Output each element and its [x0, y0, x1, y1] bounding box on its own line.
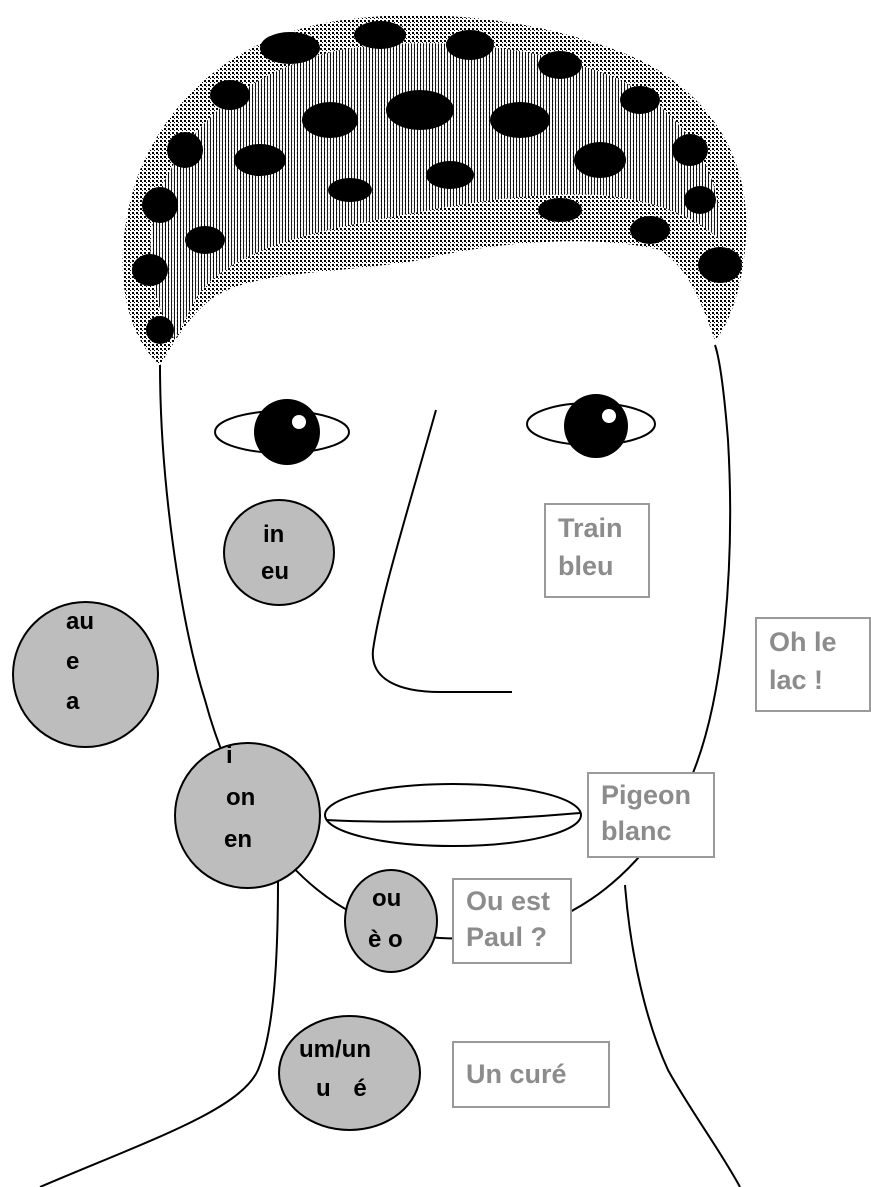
phrase-text: Paul ?	[466, 919, 558, 955]
right-eye	[527, 394, 655, 458]
vowel-bubble-au-e-a[interactable]: au e a	[12, 601, 159, 748]
vowel-bubble-in-eu[interactable]: in eu	[223, 499, 335, 606]
neck-right	[625, 885, 740, 1187]
vowel-bubble-um-u-e[interactable]: um/un u é	[278, 1015, 421, 1131]
bubble-text: u é	[316, 1075, 367, 1103]
phrase-text: Un curé	[466, 1055, 596, 1093]
bubble-text: i	[226, 742, 233, 770]
bubble-text: au	[66, 608, 94, 636]
bubble-text: um/un	[299, 1036, 371, 1064]
mouth	[325, 784, 581, 846]
phrase-pigeon-blanc[interactable]: Pigeon blanc	[587, 772, 715, 858]
phrase-ou-est-paul[interactable]: Ou est Paul ?	[452, 878, 572, 964]
phrase-text: bleu	[558, 547, 636, 585]
bubble-text: ou	[372, 885, 401, 913]
hair	[123, 15, 747, 365]
bubble-text: in	[263, 521, 284, 549]
bubble-text: a	[66, 688, 79, 716]
vowel-bubble-ou-e-o[interactable]: ou è o	[344, 869, 438, 973]
phrase-text: lac !	[769, 661, 857, 699]
phrase-un-cure[interactable]: Un curé	[452, 1041, 610, 1108]
bubble-text: è o	[368, 926, 403, 954]
left-eye	[215, 399, 349, 465]
phrase-text: Ou est	[466, 883, 558, 919]
bubble-text: e	[66, 648, 79, 676]
neck-left	[40, 880, 278, 1187]
phrase-text: Pigeon	[601, 777, 701, 813]
nose	[373, 410, 512, 692]
bubble-text: on	[226, 784, 255, 812]
phrase-text: Oh le	[769, 623, 857, 661]
phrase-text: blanc	[601, 813, 701, 849]
phrase-oh-le-lac[interactable]: Oh le lac !	[755, 617, 871, 712]
vowel-bubble-i-on-en[interactable]: i on en	[174, 742, 321, 889]
phrase-text: Train	[558, 509, 636, 547]
bubble-text: en	[224, 826, 252, 854]
bubble-text: eu	[261, 558, 289, 586]
phrase-train-bleu[interactable]: Train bleu	[544, 503, 650, 598]
